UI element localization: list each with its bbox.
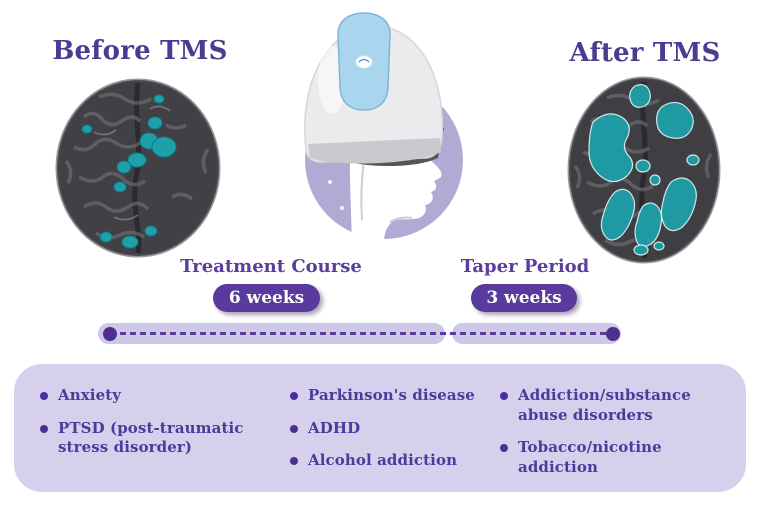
- condition-label: Anxiety: [58, 386, 122, 404]
- list-item: Parkinson's disease: [290, 386, 496, 406]
- bullet-icon: [40, 392, 48, 400]
- condition-label: PTSD (post-traumatic stress disorder): [58, 418, 244, 457]
- bullet-icon: [500, 392, 508, 400]
- helmet-band: [308, 138, 441, 164]
- conditions-column-2: Parkinson's disease ADHD Alcohol addicti…: [290, 386, 496, 484]
- list-item: Tobacco/nicotine addiction: [500, 438, 738, 477]
- activity-spots: [81, 94, 177, 249]
- treated-conditions-panel: Anxiety PTSD (post-traumatic stress diso…: [14, 364, 746, 492]
- brand-logo-icon: [355, 55, 373, 69]
- gyri-texture: [64, 92, 210, 240]
- conditions-column-3: Addiction/substance abuse disorders Toba…: [500, 386, 738, 490]
- list-item: Alcohol addiction: [290, 451, 496, 471]
- treatment-duration-badge: 6 weeks: [213, 284, 320, 312]
- taper-period-label: Taper Period: [460, 256, 590, 277]
- list-item: Anxiety: [40, 386, 282, 406]
- before-brain-scan-image: [55, 78, 221, 258]
- before-tms-heading: Before TMS: [52, 36, 228, 66]
- bullet-icon: [290, 392, 298, 400]
- bullet-icon: [290, 424, 298, 433]
- bullet-icon: [500, 444, 508, 452]
- list-item: PTSD (post-traumatic stress disorder): [40, 419, 282, 458]
- timeline-dashed-line: [110, 332, 613, 335]
- bullet-icon: [40, 424, 48, 433]
- timeline-end-dot: [606, 327, 620, 341]
- condition-label: Tobacco/nicotine addiction: [518, 438, 662, 476]
- condition-label: Addiction/substance abuse disorders: [518, 386, 691, 424]
- taper-duration-badge: 3 weeks: [471, 284, 577, 312]
- condition-label: Parkinson's disease: [308, 386, 475, 404]
- tms-helmet-device-image: [304, 12, 463, 244]
- after-tms-heading: After TMS: [569, 38, 721, 68]
- bullet-icon: [290, 457, 298, 465]
- after-brain-scan-image: [567, 76, 721, 264]
- list-item: ADHD: [290, 419, 496, 439]
- treatment-course-label: Treatment Course: [180, 256, 362, 277]
- condition-label: Alcohol addiction: [308, 451, 458, 469]
- conditions-column-1: Anxiety PTSD (post-traumatic stress diso…: [40, 386, 282, 471]
- timeline-start-dot: [103, 327, 117, 341]
- activity-spots: [588, 84, 700, 256]
- list-item: Addiction/substance abuse disorders: [500, 386, 738, 425]
- condition-label: ADHD: [308, 418, 361, 437]
